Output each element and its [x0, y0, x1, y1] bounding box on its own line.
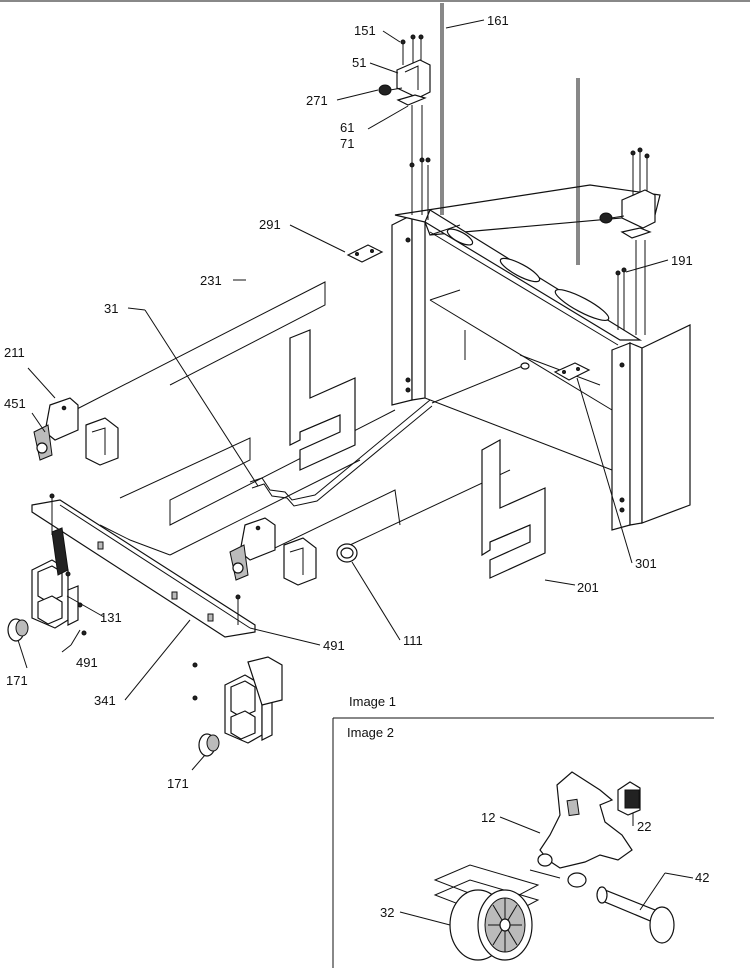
callout-201: 201: [577, 580, 599, 595]
callout-31: 31: [104, 301, 118, 316]
callout-491-right: 491: [323, 638, 345, 653]
callout-51: 51: [352, 55, 366, 70]
rod-31: [249, 362, 530, 507]
callout-111: 111: [403, 633, 423, 648]
callout-211: 211: [4, 345, 25, 360]
cabinet-frame: [391, 184, 691, 531]
top-hinge-right: [576, 78, 656, 335]
callout-12: 12: [481, 810, 495, 825]
inset-axle-42: [596, 886, 675, 944]
callout-301: 301: [635, 556, 657, 571]
base-outline: [74, 224, 511, 561]
callout-231: 231: [200, 273, 222, 288]
lower-rail-341: [31, 493, 256, 638]
plate-301: [553, 362, 591, 381]
callout-151: 151: [354, 23, 376, 38]
callout-42: 42: [695, 870, 709, 885]
callout-291: 291: [259, 217, 281, 232]
caption-image-2: Image 2: [347, 725, 394, 740]
caption-image-1: Image 1: [349, 694, 396, 709]
hinge-left-451: [33, 397, 119, 466]
inset-wheel-32: [433, 864, 540, 961]
callout-451: 451: [4, 396, 26, 411]
callout-171-right: 171: [167, 776, 189, 791]
callout-131: 131: [100, 610, 122, 625]
callout-341: 341: [94, 693, 116, 708]
inset-clip-22: [617, 781, 641, 816]
l-bracket-201: [481, 438, 546, 579]
plate-291: [346, 244, 384, 263]
callout-171-left: 171: [6, 673, 28, 688]
caster-left: [7, 527, 87, 642]
l-bracket-231: [289, 329, 356, 471]
inset-bracket-12: [529, 771, 633, 888]
callout-271: 271: [306, 93, 328, 108]
callout-61: 61: [340, 120, 354, 135]
callout-22: 22: [637, 819, 651, 834]
callout-71: 71: [340, 136, 354, 151]
callout-161: 161: [487, 13, 509, 28]
hinge-mid: [229, 517, 317, 586]
callout-32: 32: [380, 905, 394, 920]
leader-lines: [17, 19, 694, 926]
caster-right: [192, 656, 283, 757]
callout-191: 191: [671, 253, 693, 268]
top-hinge-left: [378, 3, 444, 220]
callout-491-left: 491: [76, 655, 98, 670]
inset-frame: [332, 717, 714, 968]
